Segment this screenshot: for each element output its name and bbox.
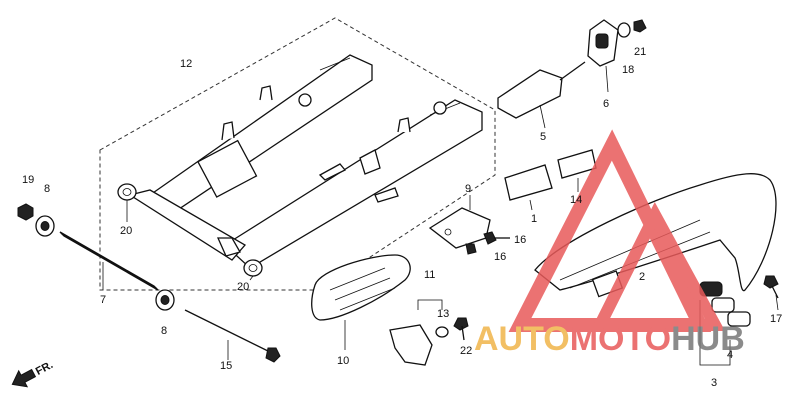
bushing-lower xyxy=(243,259,263,277)
bolt-22 xyxy=(453,317,469,341)
bolt-16b xyxy=(465,243,477,255)
axle-bolt xyxy=(184,309,281,363)
pivot-nut xyxy=(17,203,34,221)
callout-19: 19 xyxy=(22,174,34,186)
callout-8-bottom: 8 xyxy=(161,325,167,337)
callout-2: 2 xyxy=(639,271,645,283)
chain-slider xyxy=(311,254,411,321)
callout-8-left: 8 xyxy=(44,183,50,195)
callout-10: 10 xyxy=(337,355,349,367)
callout-17: 17 xyxy=(770,313,782,325)
callout-13: 13 xyxy=(437,308,449,320)
watermark-hub: HUB xyxy=(671,320,745,358)
master-link xyxy=(699,281,751,327)
washer-bottom xyxy=(155,289,175,311)
callout-4: 4 xyxy=(727,349,733,361)
watermark: AUTOMOTOHUB xyxy=(474,129,745,358)
callout-22: 22 xyxy=(460,345,472,357)
leader-lines xyxy=(102,65,779,360)
direction-arrow-icon xyxy=(11,368,37,388)
callout-3: 3 xyxy=(711,377,717,389)
guide-plate xyxy=(428,207,491,249)
svg-text:AUTOMOTOHUB: AUTOMOTOHUB xyxy=(474,320,745,358)
collar xyxy=(435,326,449,338)
callout-6: 6 xyxy=(603,98,609,110)
callouts: 12 19 8 20 20 7 8 15 10 11 13 22 9 16 16… xyxy=(22,46,782,389)
callout-16-bottom: 16 xyxy=(494,251,506,263)
bolt-17 xyxy=(763,275,779,299)
callout-7: 7 xyxy=(100,294,106,306)
callout-11: 11 xyxy=(424,269,435,281)
callout-12: 12 xyxy=(180,58,192,70)
pivot-bolt xyxy=(59,231,159,291)
washer-18 xyxy=(617,22,631,38)
callout-15: 15 xyxy=(220,360,232,372)
swingarm xyxy=(128,54,483,269)
watermark-moto: MOTO xyxy=(570,320,671,358)
callout-9: 9 xyxy=(465,183,471,195)
nut-21 xyxy=(633,19,647,33)
watermark-triangle-right xyxy=(590,202,726,331)
swingarm-assembly-boundary xyxy=(99,17,496,291)
slider-guide xyxy=(389,324,433,366)
callout-20-upper: 20 xyxy=(120,225,132,237)
bolt-16a xyxy=(483,231,510,245)
direction-label: FR. xyxy=(34,359,55,378)
callout-18: 18 xyxy=(622,64,634,76)
callout-16-right: 16 xyxy=(514,234,526,246)
chain-adjuster xyxy=(497,61,586,119)
callout-1: 1 xyxy=(531,213,537,225)
bushing-upper xyxy=(117,183,137,201)
watermark-auto: AUTO xyxy=(474,320,570,358)
callout-14: 14 xyxy=(570,194,582,206)
front-direction-indicator: FR. xyxy=(11,359,55,388)
callout-5: 5 xyxy=(540,131,546,143)
label-plate-1 xyxy=(504,164,553,201)
callout-21: 21 xyxy=(634,46,646,58)
washer-left xyxy=(35,215,55,237)
leader-3 xyxy=(699,300,731,366)
leader-11 xyxy=(417,299,443,310)
callout-20-lower: 20 xyxy=(237,281,249,293)
end-plate xyxy=(587,19,619,67)
